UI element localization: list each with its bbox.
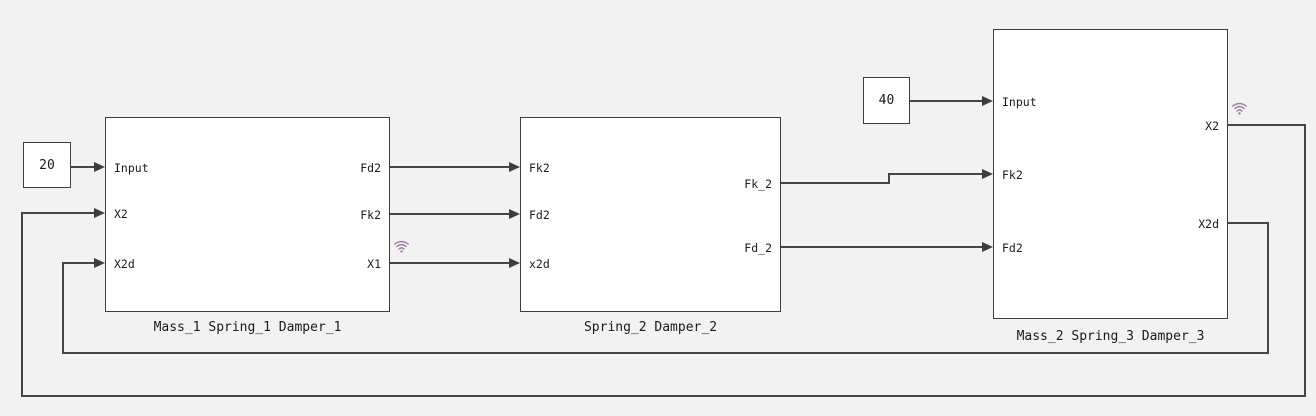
output-port-label: Fd2	[360, 161, 381, 175]
arrowhead-icon	[982, 242, 993, 252]
wire-mass1-fd2-to-spring2-fk2[interactable]	[389, 166, 510, 168]
arrowhead-icon	[94, 208, 105, 218]
input-port-label: Input	[114, 161, 149, 175]
wire-mass1-fk2-to-spring2-fd2[interactable]	[389, 213, 510, 215]
wireless-signal-icon[interactable]	[1231, 101, 1248, 116]
input-port-label: Fk2	[1002, 168, 1023, 182]
block-name-mass2-spring3-damper3[interactable]: Mass_2 Spring_3 Damper_3	[1016, 329, 1205, 344]
wire-x2d-feedback-seg5[interactable]	[62, 262, 95, 264]
arrowhead-icon	[982, 96, 993, 106]
wire-spring2-fk2-seg2[interactable]	[888, 173, 890, 184]
subsystem-block-mass1-spring1-damper1[interactable]: Input X2 X2d Fd2 Fk2 X1	[105, 117, 390, 312]
input-port-label: X2d	[114, 257, 135, 271]
arrowhead-icon	[509, 209, 520, 219]
constant-block-40[interactable]: 40	[863, 77, 910, 124]
wire-spring2-fk2-seg3[interactable]	[888, 173, 982, 175]
wire-x2-feedback-seg5[interactable]	[21, 212, 95, 214]
arrowhead-icon	[509, 258, 520, 268]
input-port-label: Fk2	[529, 161, 550, 175]
constant-value: 20	[39, 157, 55, 173]
block-name-mass1-spring1-damper1[interactable]: Mass_1 Spring_1 Damper_1	[153, 320, 342, 335]
wire-x2d-feedback-seg4[interactable]	[62, 262, 64, 354]
wire-x2d-feedback-seg2[interactable]	[1267, 222, 1269, 354]
subsystem-block-mass2-spring3-damper3[interactable]: Input Fk2 Fd2 X2 X2d	[993, 29, 1228, 319]
wire-const20-to-mass1-input[interactable]	[71, 166, 95, 168]
wire-const40-to-mass2-input[interactable]	[908, 100, 982, 102]
input-port-label: Input	[1002, 95, 1037, 109]
wire-mass1-x1-to-spring2-x2d[interactable]	[389, 262, 510, 264]
output-port-label: X1	[367, 257, 381, 271]
output-port-label: X2	[1205, 119, 1219, 133]
arrowhead-icon	[509, 162, 520, 172]
arrowhead-icon	[94, 258, 105, 268]
wire-spring2-fk2-seg1[interactable]	[780, 182, 890, 184]
block-name-spring2-damper2[interactable]: Spring_2 Damper_2	[583, 320, 718, 335]
wire-x2-feedback-seg1[interactable]	[1226, 124, 1306, 126]
output-port-label: Fk2	[360, 208, 381, 222]
output-port-label: Fd_2	[744, 241, 772, 255]
wire-x2-feedback-seg2[interactable]	[1304, 124, 1306, 397]
input-port-label: X2	[114, 207, 128, 221]
output-port-label: Fk_2	[744, 177, 772, 191]
input-port-label: x2d	[529, 257, 550, 271]
wire-x2d-feedback-seg1[interactable]	[1226, 222, 1269, 224]
arrowhead-icon	[94, 162, 105, 172]
input-port-label: Fd2	[529, 208, 550, 222]
wire-spring2-fd2-to-mass2-fd2[interactable]	[780, 246, 982, 248]
output-port-label: X2d	[1198, 217, 1219, 231]
constant-value: 40	[878, 93, 895, 108]
constant-block-20[interactable]: 20	[23, 142, 71, 188]
wire-x2-feedback-seg3[interactable]	[21, 395, 1306, 397]
subsystem-block-spring2-damper2[interactable]: Fk2 Fd2 x2d Fk_2 Fd_2	[520, 117, 781, 312]
wire-x2d-feedback-seg3[interactable]	[62, 352, 1269, 354]
wire-x2-feedback-seg4[interactable]	[21, 212, 23, 397]
arrowhead-icon	[982, 169, 993, 179]
input-port-label: Fd2	[1002, 241, 1023, 255]
wireless-signal-icon[interactable]	[393, 239, 410, 254]
